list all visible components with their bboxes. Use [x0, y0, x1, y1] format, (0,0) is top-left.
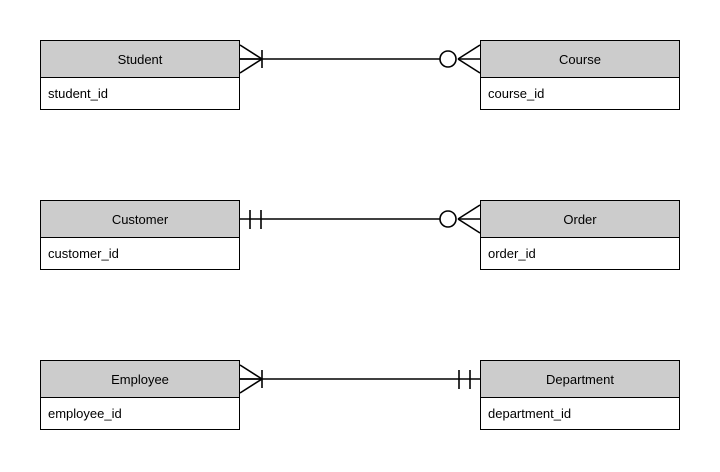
entity-course-title: Course [481, 41, 679, 78]
entity-customer-attribute-customer_id: customer_id [41, 238, 239, 269]
cardinality-customer-exactly-one [249, 210, 262, 229]
cardinality-employee-one-or-many [239, 364, 263, 394]
entity-department-title: Department [481, 361, 679, 398]
entity-student-title: Student [41, 41, 239, 78]
connector-student-course [239, 44, 481, 74]
entity-student[interactable]: Student student_id [40, 40, 240, 110]
entity-employee-attribute-employee_id: employee_id [41, 398, 239, 429]
entity-order-attribute-order_id: order_id [481, 238, 679, 269]
cardinality-course-zero-or-many [439, 44, 481, 74]
entity-student-attribute-student_id: student_id [41, 78, 239, 109]
zero-cardinality-circle-order [439, 210, 457, 228]
cardinality-order-zero-or-many [439, 204, 481, 234]
entity-order[interactable]: Order order_id [480, 200, 680, 270]
entity-employee[interactable]: Employee employee_id [40, 360, 240, 430]
connector-customer-order [240, 204, 481, 234]
zero-cardinality-circle-course [439, 50, 457, 68]
entity-customer-title: Customer [41, 201, 239, 238]
entity-employee-title: Employee [41, 361, 239, 398]
entity-customer[interactable]: Customer customer_id [40, 200, 240, 270]
entity-department-attribute-department_id: department_id [481, 398, 679, 429]
entity-course[interactable]: Course course_id [480, 40, 680, 110]
cardinality-student-one-or-many [239, 44, 263, 74]
cardinality-department-exactly-one [458, 370, 471, 389]
entity-order-title: Order [481, 201, 679, 238]
entity-department[interactable]: Department department_id [480, 360, 680, 430]
entity-course-attribute-course_id: course_id [481, 78, 679, 109]
connector-employee-department [239, 364, 480, 394]
